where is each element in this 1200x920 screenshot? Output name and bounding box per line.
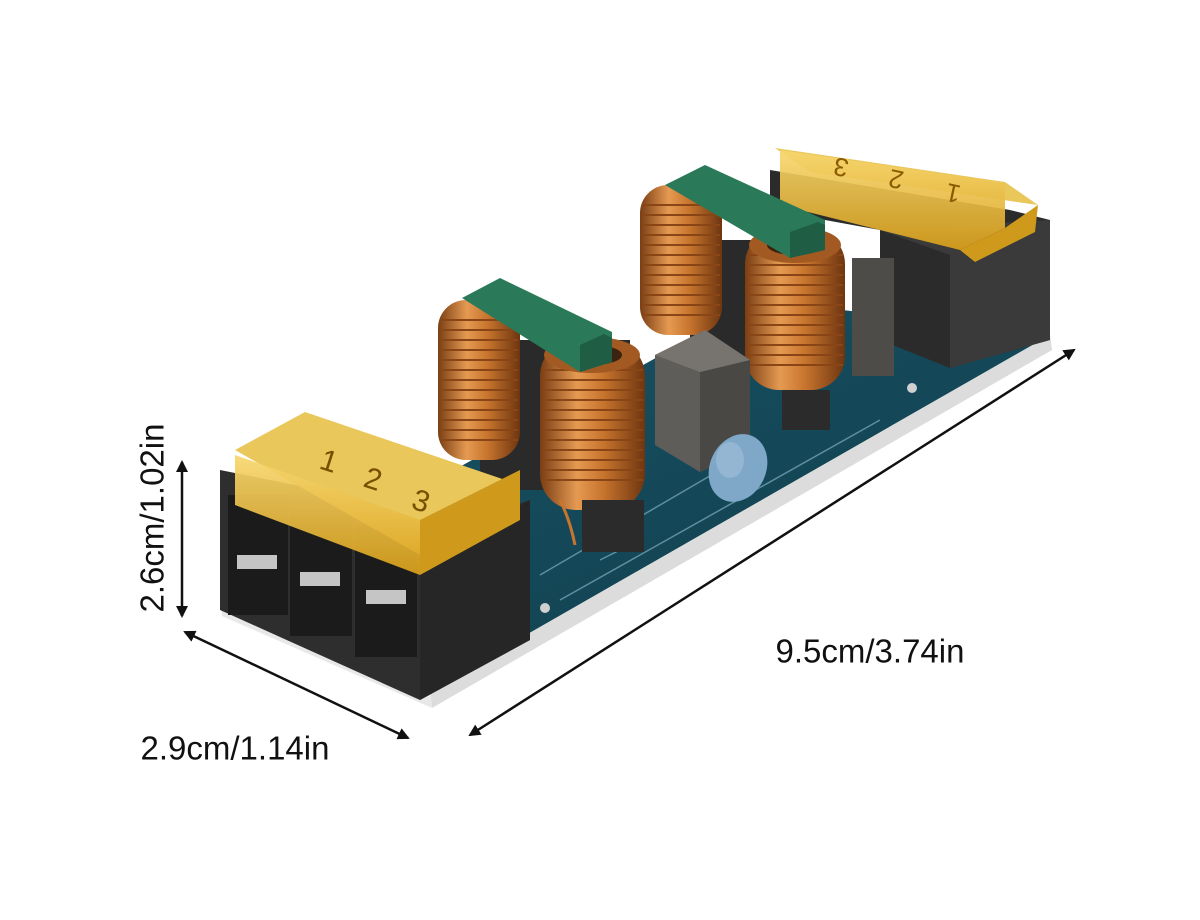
width-arrow [183, 630, 410, 740]
dimension-arrows [176, 348, 1076, 740]
height-dimension-label: 2.6cm/1.02in [133, 423, 171, 613]
width-dimension-label: 2.9cm/1.14in [140, 729, 330, 767]
back-terminal-number-3: 3 [831, 151, 851, 183]
length-arrow [468, 348, 1076, 737]
back-terminal-number-1: 1 [943, 177, 963, 209]
terminal-block-back: 3 2 1 [770, 148, 1050, 368]
back-terminal-number-2: 2 [886, 163, 906, 195]
length-dimension-label: 9.5cm/3.74in [775, 632, 965, 670]
